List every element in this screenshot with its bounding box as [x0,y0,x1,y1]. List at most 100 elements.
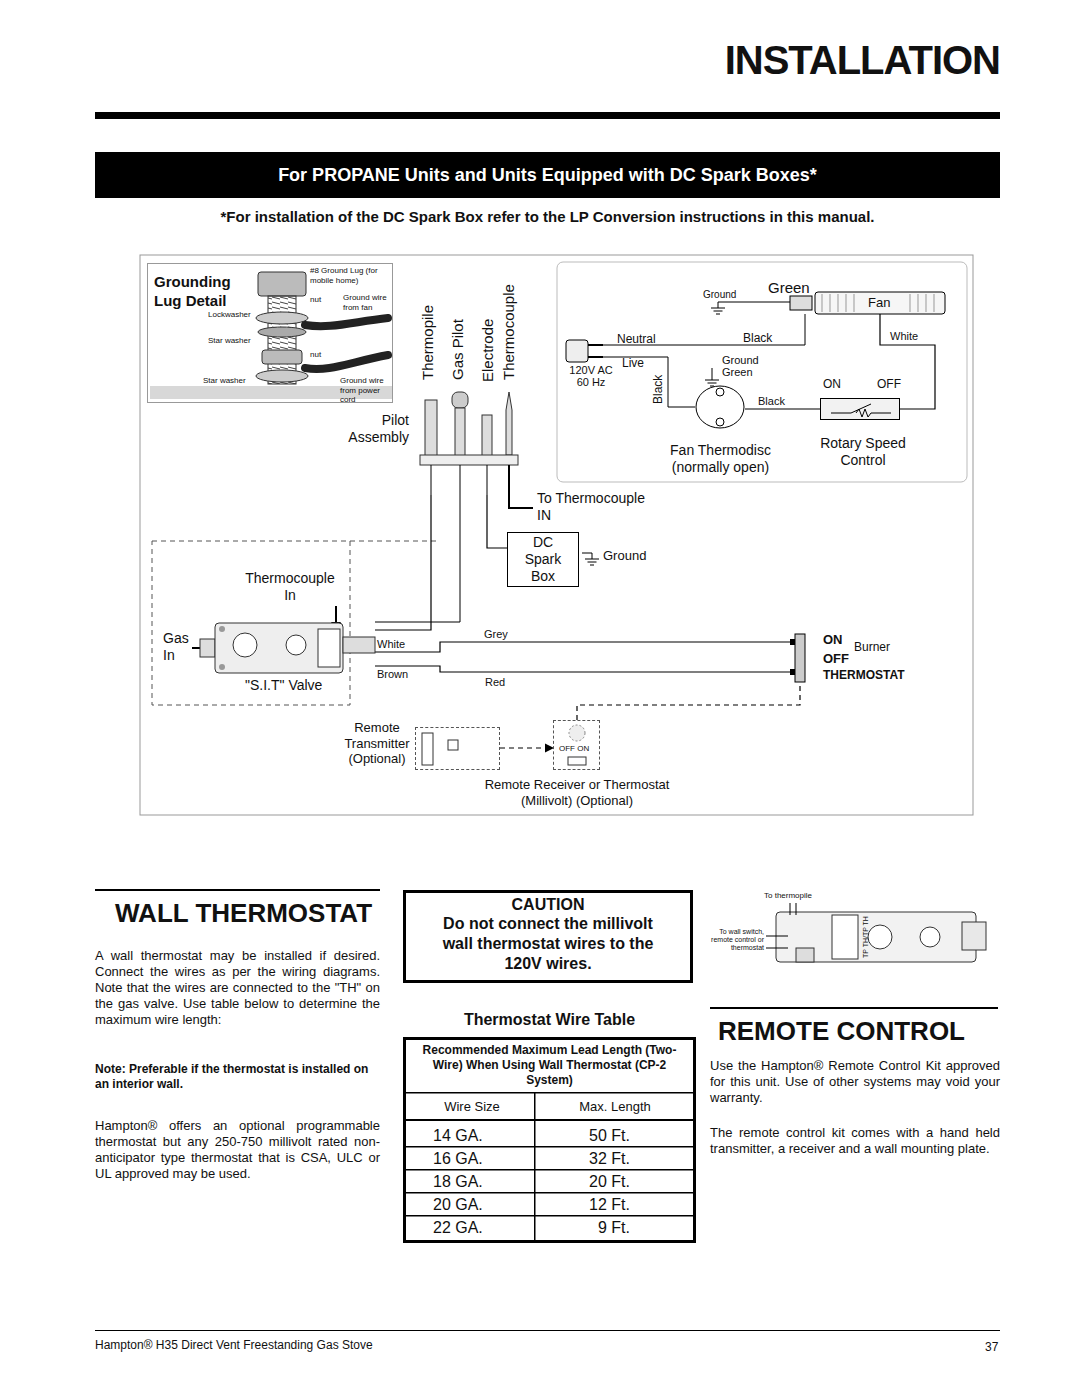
ground-symbol [711,302,725,314]
diagram-node: ONBurnerOFFTHERMOSTAT [790,632,810,684]
wire-line [375,465,460,622]
text-label: To thermopile [764,891,812,901]
text-label: Neutral [617,332,656,346]
text-label: Note: Preferable if the thermostat is in… [95,1062,380,1092]
outline-rect [403,1146,696,1148]
outline-rect [140,255,973,815]
wire-label: Grey [484,628,508,641]
node-text: ON [823,632,843,648]
outline-rect [343,637,375,653]
text-label: Hampton® offers an optional programmable… [95,1118,380,1182]
node-text: For PROPANE Units and Units Equipped wit… [278,165,817,186]
text-label: Gas In [163,630,193,664]
node-text: OFF [877,377,901,391]
diagram-node: DC Spark Box [507,532,579,587]
node-text: nut [310,295,321,305]
outline-rect [152,541,350,705]
wire-line [822,294,934,312]
outline-rect [790,639,795,645]
node-text: Grounding Lug Detail [154,272,244,310]
round-part [696,386,744,428]
drawing-svg [790,632,810,684]
ground-symbol [705,374,719,386]
outline-rect [448,740,458,750]
wire-connector [375,495,431,630]
outline-rect [403,1119,696,1121]
node-text: Ground wire from power cord [340,376,396,405]
text-label: Gas Pilot [449,319,467,380]
outline-rect [568,757,586,765]
diagram-node: Remote Transmitter (Optional) [415,727,500,770]
outline-rect [455,408,465,460]
wire-line [582,553,592,554]
outline-rect [403,1092,696,1094]
text-label: Use the Hampton® Remote Control Kit appr… [710,1058,1000,1106]
text-label: To wall switch, remote control or thermo… [706,928,764,952]
outline-rect [95,889,380,891]
text-label: 32 Ft. [560,1149,630,1168]
text-label: Ground [703,289,736,301]
text-label: The remote control kit comes with a hand… [710,1125,1000,1157]
text-label: 16 GA. [433,1149,483,1168]
wire-label: Black [758,395,785,408]
round-part [256,370,308,382]
wire-label: White [890,330,918,343]
diagram-node: Fan Thermodisc (normally open) [695,380,745,430]
ground-symbol [585,553,599,565]
node-text: Pilot Assembly [337,412,409,446]
outline-rect [95,1330,1000,1331]
outline-rect [710,1007,998,1009]
node-text: Star washer [203,376,246,386]
wire-line [766,936,788,948]
drawing-svg [790,292,945,314]
text-label: Thermocouple In [240,570,340,604]
round-part [256,312,308,324]
outline-rect [403,1169,696,1171]
diagram-node: Fan [790,292,945,314]
wire-connector [375,666,790,672]
outline-rect [832,915,858,959]
outline-rect [422,733,433,765]
wire-connector [500,747,553,748]
wire-label: Red [485,676,505,689]
outline-rect [420,455,518,465]
node-text: DC Spark Box [514,534,572,585]
outline-rect [790,296,812,310]
node-text: Ground wire from fan [343,293,393,312]
outline-rect [534,1093,536,1243]
diagram-node: For PROPANE Units and Units Equipped wit… [95,152,1000,198]
node-text: "S.I.T" Valve [243,677,324,694]
text-label: 20 Ft. [560,1172,630,1191]
text-label: REMOTE CONTROL [718,1016,998,1047]
outline-rect [557,262,967,482]
drawing-svg [695,380,745,430]
text-label: Ground [603,548,646,564]
page-title: INSTALLATION [585,36,1000,84]
node-text: Burner [854,640,890,654]
wire-line [588,356,603,358]
round-part [716,388,724,396]
text-label: Black [743,331,772,345]
diagram-node: Grounding Lug Detail #8 Ground Lug (for m… [147,263,393,403]
round-part [258,327,306,337]
text-label: Black [651,375,665,404]
node-text: #8 Ground Lug (for mobile home) [310,266,394,285]
round-part [286,635,306,655]
text-label: Live [622,356,644,370]
outline-rect [403,1192,696,1194]
text-label: 14 GA. [433,1126,483,1145]
outline-rect [566,340,588,362]
outline-rect [776,912,976,962]
round-part [716,418,724,426]
outline-rect [318,629,340,667]
wire-line [509,465,533,508]
text-label: 9 Ft. [560,1218,630,1237]
outline-rect [796,948,814,962]
text-label: 12 Ft. [560,1195,630,1214]
node-text: Star washer [208,336,251,346]
text-label: *For installation of the DC Spark Box re… [95,208,1000,226]
wire-line [718,302,790,303]
node-text: Remote Receiver or Thermostat (Millivolt… [467,777,687,808]
outline-rect [258,272,306,296]
